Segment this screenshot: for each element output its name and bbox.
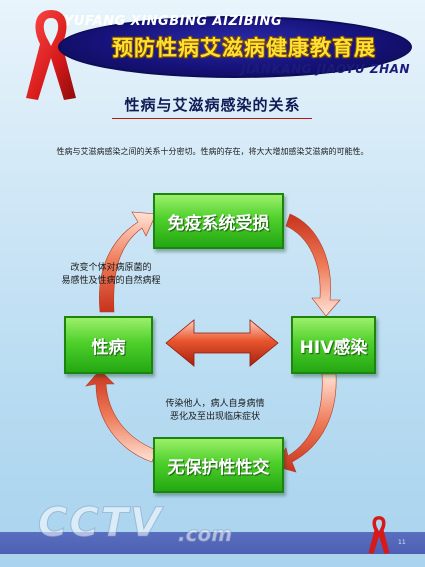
banner-title: 预防性病艾滋病健康教育展 xyxy=(112,36,376,60)
banner-ellipse xyxy=(58,16,412,78)
footer-bar xyxy=(0,532,425,554)
note-transmission: 传染他人，病人自身病情 恶化及至出现临床症状 xyxy=(150,398,280,424)
page-number: 11 xyxy=(398,539,406,546)
note-susceptibility-line2: 易感性及性病的自然病程 xyxy=(61,276,161,286)
cctv-watermark: CCTV xyxy=(38,500,163,547)
node-hiv-infection: HIV感染 xyxy=(291,316,376,374)
subtitle-underline xyxy=(112,118,312,119)
small-red-ribbon-icon xyxy=(368,516,390,554)
node-unprotected-sex: 无保护性性交 xyxy=(153,437,284,493)
note-susceptibility: 改变个体对病原菌的 易感性及性病的自然病程 xyxy=(46,262,176,288)
node-immune-damage: 免疫系统受损 xyxy=(153,193,284,249)
header-banner: YUFANG XINGBING AIZIBING 预防性病艾滋病健康教育展 JI… xyxy=(58,10,416,82)
intro-text: 性病与艾滋病感染之间的关系十分密切。性病的存在，将大大增加感染艾滋病的可能性。 xyxy=(56,147,369,156)
page-subtitle: 性病与艾滋病感染的关系 xyxy=(124,96,301,114)
arrow-unsafe-to-std xyxy=(85,369,157,463)
note-transmission-line1: 传染他人，病人自身病情 xyxy=(165,399,265,409)
node-std: 性病 xyxy=(64,316,153,374)
pinyin-bottom-text: JIANKANG JIAOYU ZHAN xyxy=(241,62,410,76)
note-transmission-line2: 恶化及至出现临床症状 xyxy=(169,412,260,422)
red-ribbon-icon xyxy=(26,10,76,100)
note-susceptibility-line1: 改变个体对病原菌的 xyxy=(70,263,152,273)
arrow-immune-to-hiv xyxy=(285,213,341,317)
double-arrow-std-hiv xyxy=(165,319,279,367)
cctv-watermark-suffix: .com xyxy=(177,522,233,547)
pinyin-top-text: YUFANG XINGBING AIZIBING xyxy=(64,14,283,29)
